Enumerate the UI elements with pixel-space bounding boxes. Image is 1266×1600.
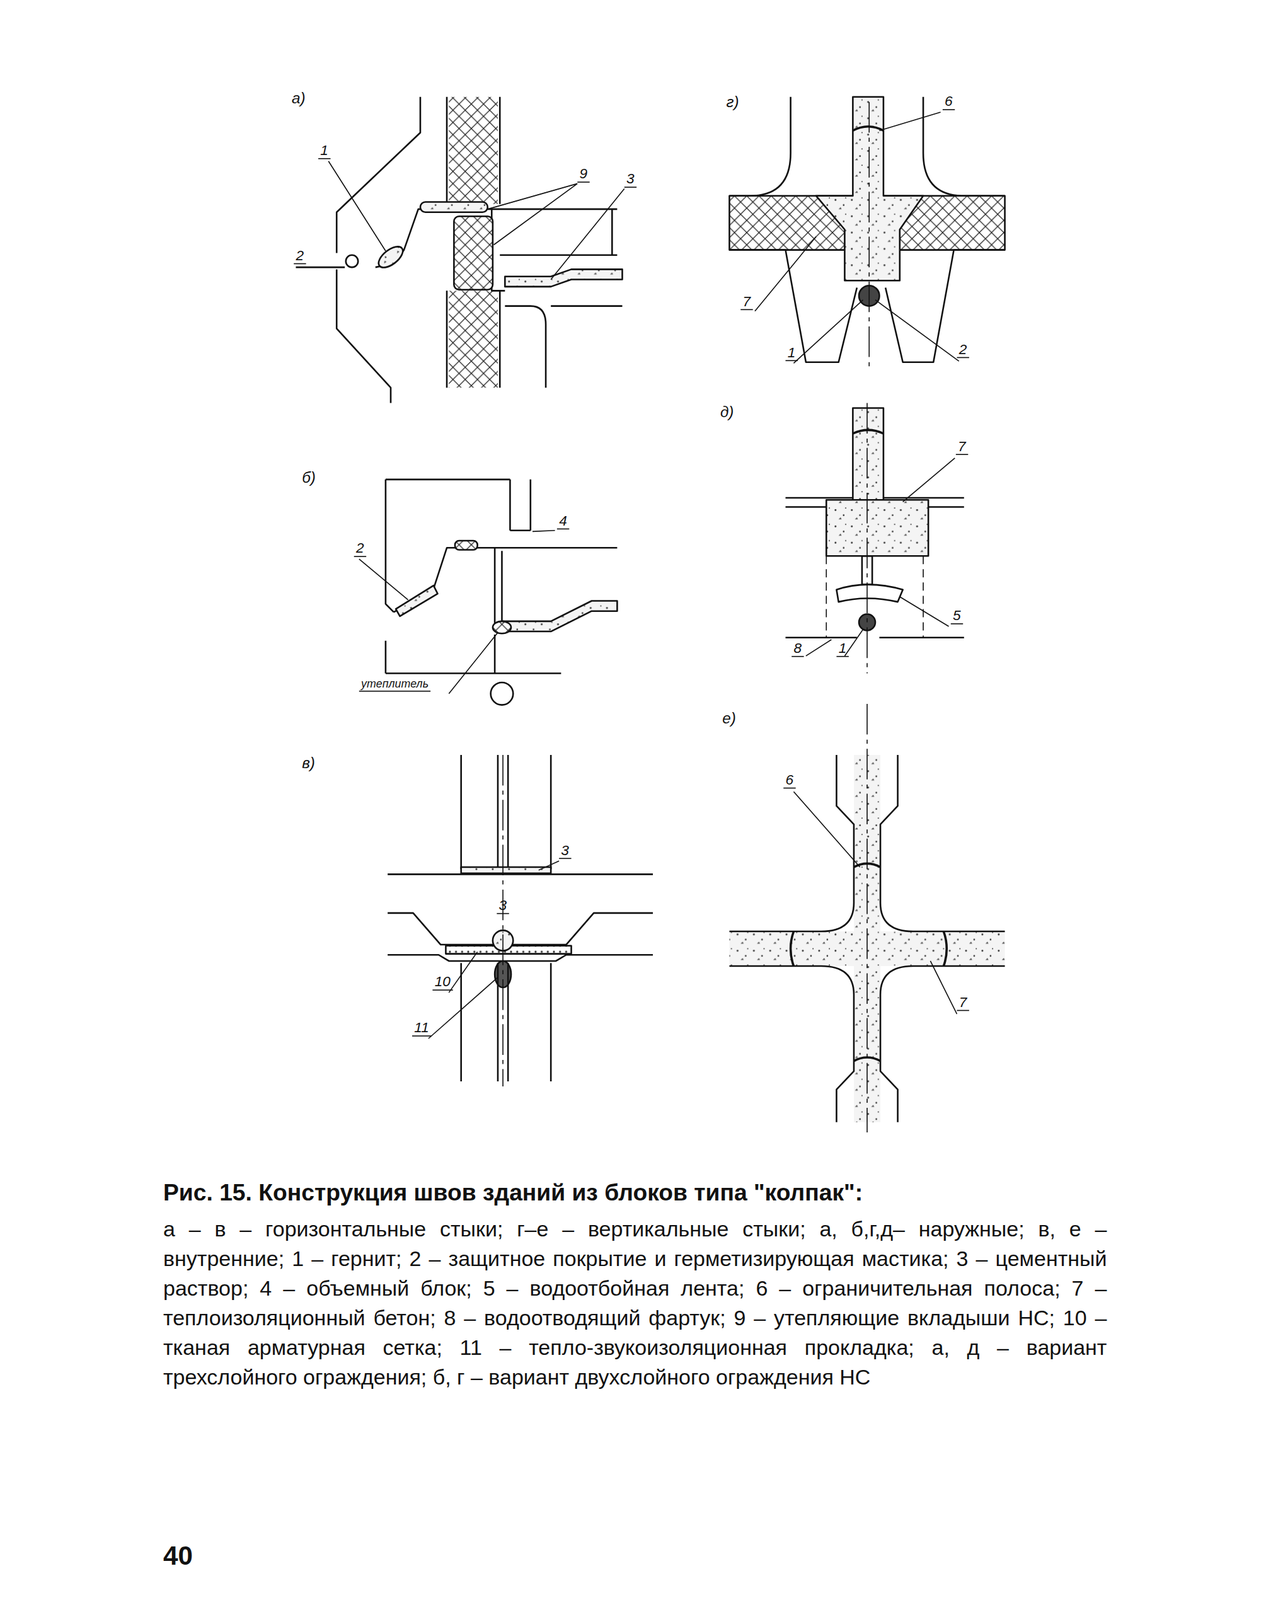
callout-number: 4 [557,512,570,530]
callout-number: 6 [783,771,796,789]
callout-number: 6 [942,93,955,111]
joint-e [729,703,1005,1133]
callout-number: 1 [785,344,798,362]
figure-caption: а – в – горизонтальные стыки; г–е – верт… [163,1213,1107,1392]
callout-number: 3 [558,842,571,859]
callout-number: 1 [836,640,849,658]
callout-number: 5 [950,608,963,625]
callout-number: 7 [956,994,969,1011]
callout-number: 9 [577,166,590,183]
subfigure-letter: в) [301,754,316,771]
joint-g [729,97,1005,370]
joint-v [387,754,653,1087]
callout-number: 7 [955,438,968,455]
callout-number: 7 [740,293,753,311]
joint-b [385,479,617,706]
subfigure-letter: а) [291,89,306,105]
callout-number: 3 [496,897,509,915]
callout-number: 2 [293,247,306,265]
callout-number: 2 [956,341,969,358]
subfigure-letter: д) [720,403,735,420]
joint-a [295,97,622,404]
callout-number: 10 [432,974,453,991]
subfigure-letter: е) [722,710,737,726]
page-number: 40 [163,1542,193,1570]
callout-number: 11 [412,1020,432,1037]
callout-number: утеплитель [359,678,431,692]
figure-title: Рис. 15. Конструкция швов зданий из блок… [163,1179,1113,1207]
subfigure-letter: г) [726,93,740,110]
subfigure-letter: б) [301,469,316,485]
callout-number: 3 [624,171,637,188]
leader-lines [328,112,959,1039]
joint-d [785,402,965,674]
callout-number: 2 [354,540,367,558]
callout-number: 8 [791,640,804,658]
callout-number: 1 [318,143,331,160]
